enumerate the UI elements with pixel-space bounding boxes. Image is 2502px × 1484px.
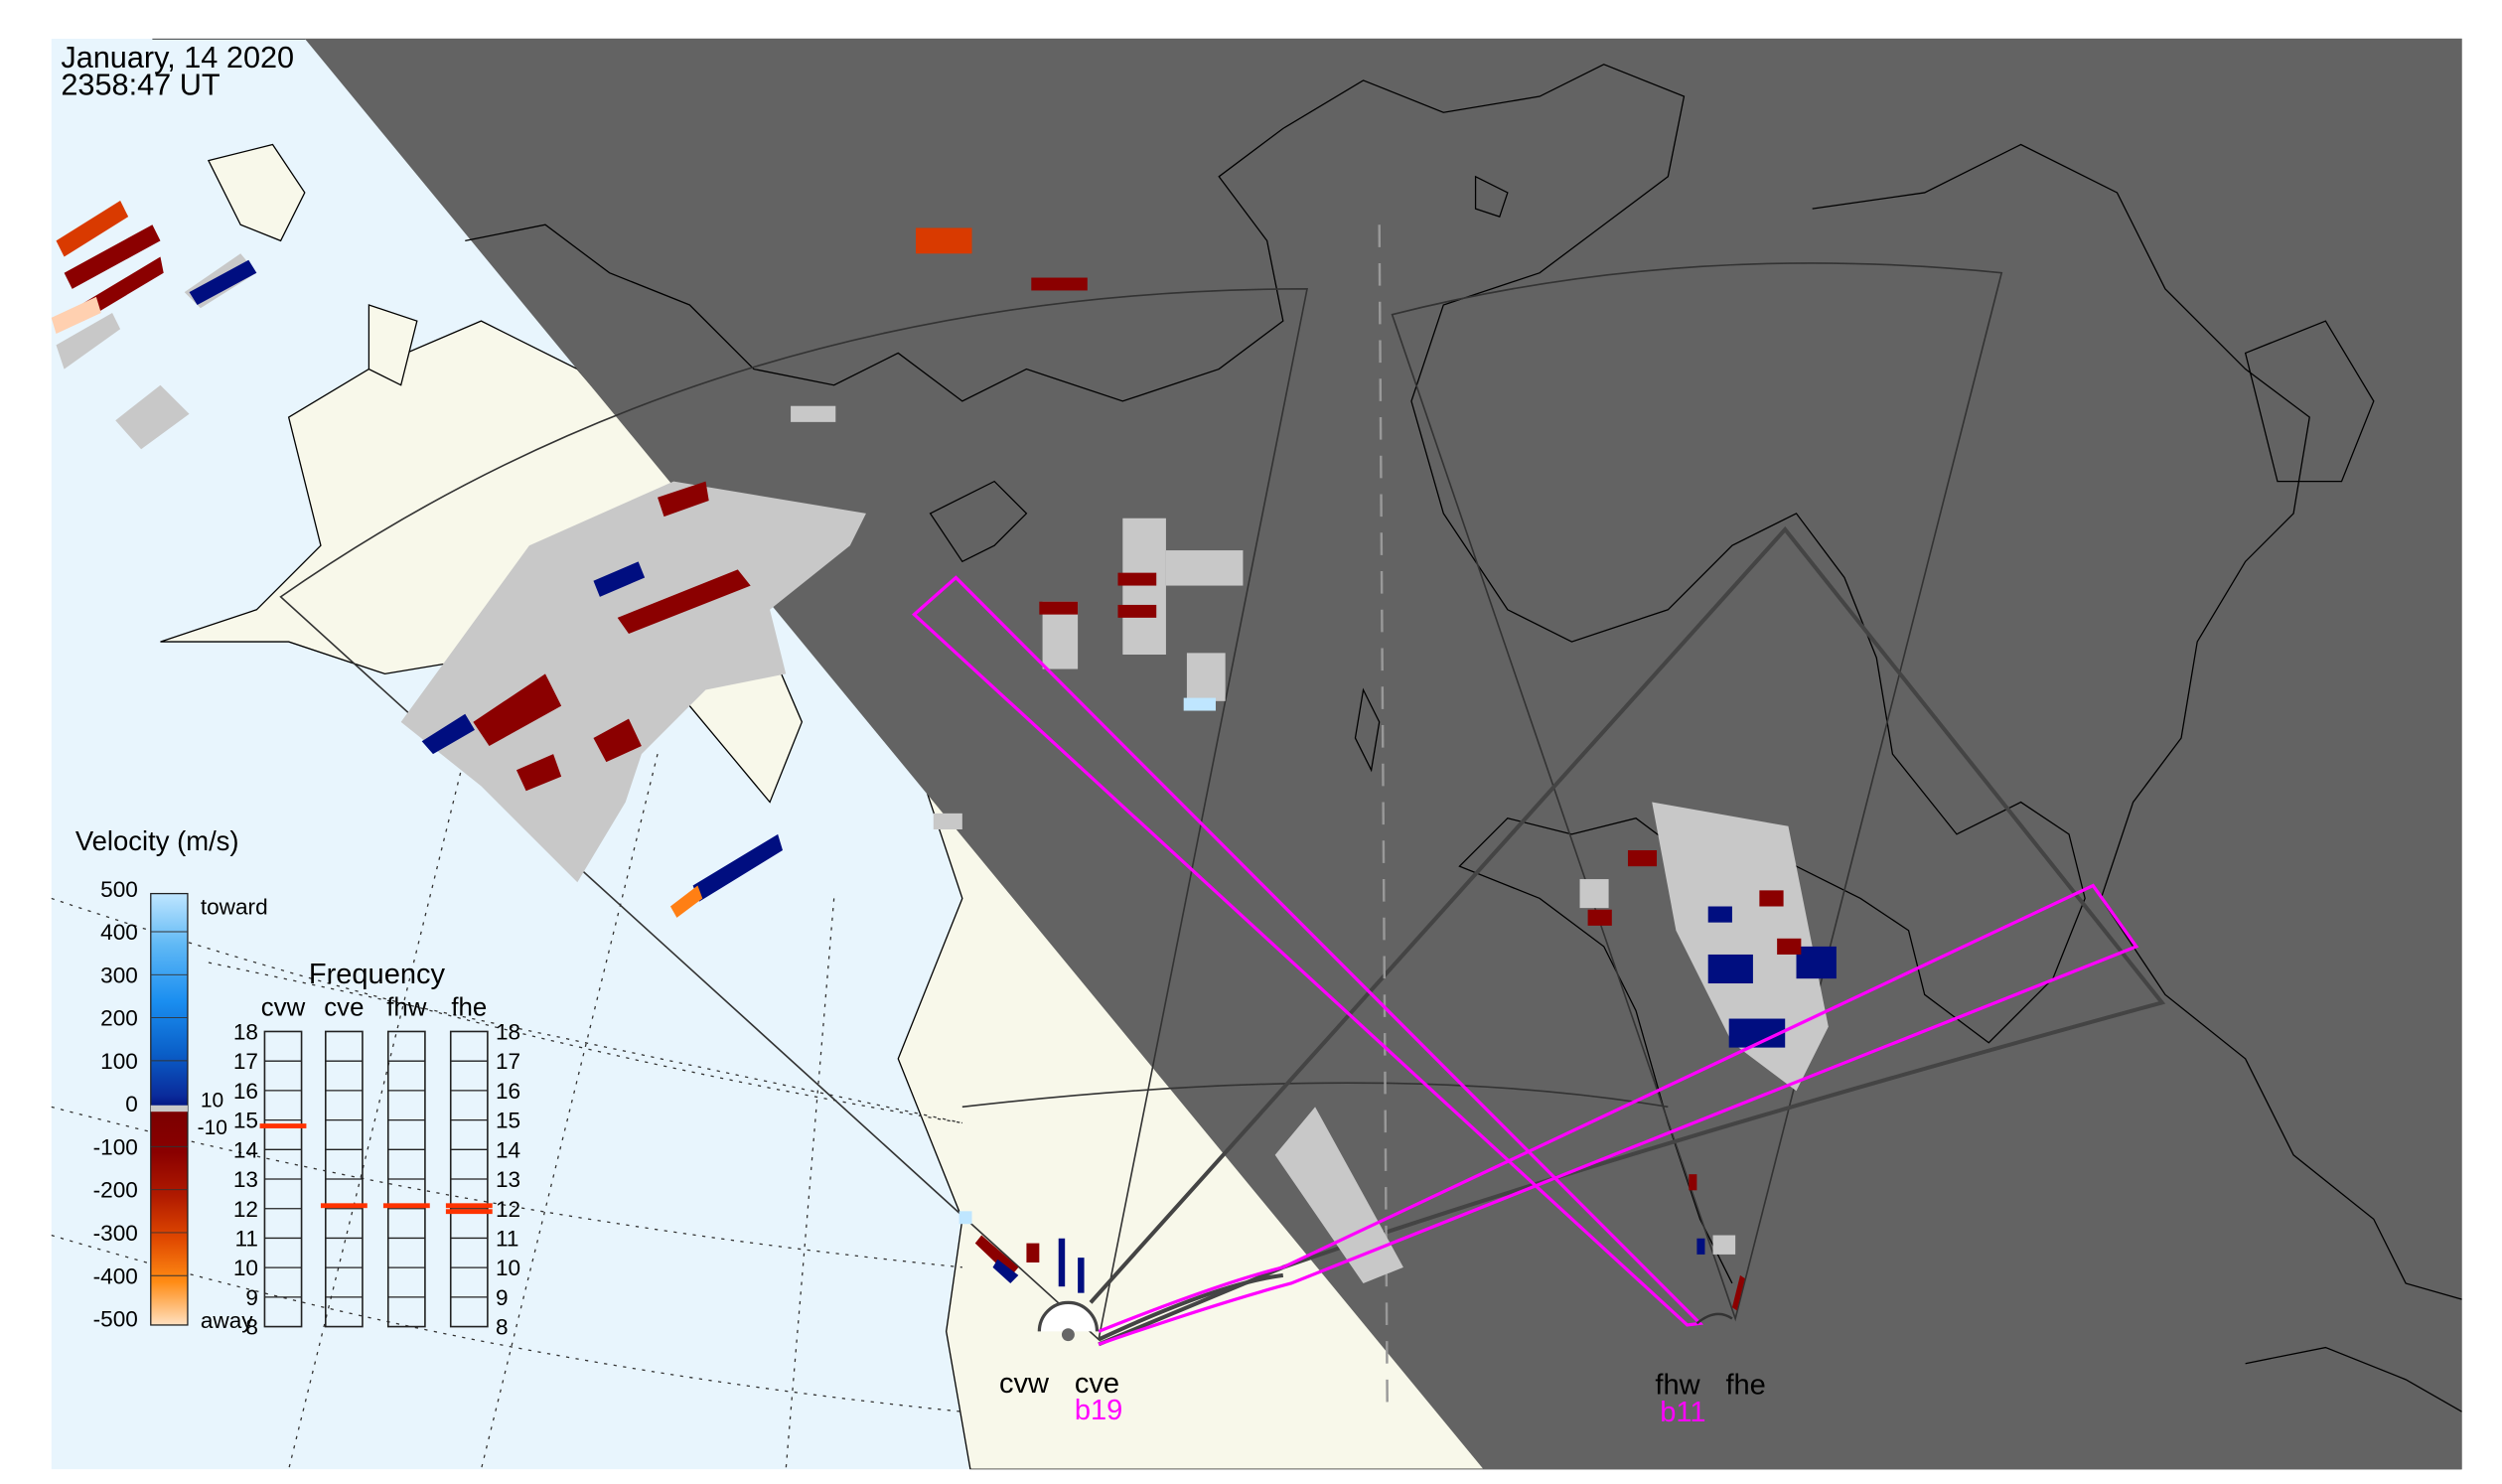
frequency-tick-left: 11 [235, 1227, 258, 1252]
beam-b11-fhe [1098, 883, 2139, 1346]
velocity-legend-title: Velocity (m/s) [75, 825, 239, 856]
frequency-column-label: cvw [261, 993, 306, 1021]
ground-scatter-swatch [150, 1105, 188, 1113]
time-label: 2358:47 UT [61, 67, 221, 101]
grid-lines [51, 753, 962, 1470]
frequency-column-cvw [263, 1030, 303, 1328]
frequency-tick-right: 16 [496, 1079, 520, 1104]
scatter-cells [51, 201, 1837, 1311]
velocity-tick-label: -200 [93, 1178, 138, 1203]
away-label: away [201, 1308, 253, 1333]
frequency-marker [259, 1123, 307, 1128]
frequency-tick-left: 12 [233, 1197, 258, 1222]
radar-label-fhw: fhw [1655, 1369, 1700, 1401]
frequency-tick-left: 17 [233, 1049, 258, 1074]
frequency-column-label: cve [324, 993, 364, 1021]
frequency-tick-left: 8 [245, 1315, 258, 1340]
gs-upper-label: 10 [201, 1089, 223, 1112]
radar-site-christmas-valley [1037, 1300, 1100, 1342]
frequency-marker [382, 1203, 430, 1209]
gs-lower-label: -10 [198, 1116, 227, 1139]
frequency-tick-right: 10 [496, 1256, 520, 1280]
frequency-tick-right: 9 [496, 1285, 509, 1310]
frequency-tick-left: 10 [233, 1256, 258, 1280]
coastlines [465, 64, 2462, 1412]
land-alaska [207, 143, 418, 386]
velocity-tick-label: 0 [125, 1092, 138, 1116]
date-label: January, 14 2020 [61, 40, 294, 74]
frequency-tick-right: 17 [496, 1049, 520, 1074]
beam-b19-cve [911, 575, 1704, 1327]
radar-label-cvw: cvw [999, 1368, 1050, 1400]
frequency-title: Frequency [309, 959, 446, 990]
frequency-tick-left: 13 [233, 1167, 258, 1192]
map-area [51, 38, 2462, 1470]
velocity-legend: Velocity (m/s) 500 400 300 200 100 0 -100 -200 -… [75, 825, 268, 1333]
night-shade [304, 38, 2462, 1470]
frequency-tick-left: 15 [233, 1109, 258, 1133]
frequency-marker [445, 1209, 493, 1215]
frequency-tick-left: 14 [233, 1137, 258, 1162]
beam-label-b19: b19 [1075, 1395, 1122, 1426]
frequency-tick-right: 14 [496, 1137, 520, 1162]
velocity-tick-label: -100 [93, 1134, 138, 1159]
frequency-tick-right: 8 [496, 1315, 509, 1340]
frequency-tick-right: 12 [496, 1197, 520, 1222]
frequency-tick-right: 15 [496, 1109, 520, 1133]
frequency-column-label: fhe [451, 993, 487, 1021]
radar-label-fhe: fhe [1725, 1369, 1765, 1401]
velocity-tick-label: 300 [100, 963, 138, 987]
frequency-tick-left: 18 [233, 1020, 258, 1045]
velocity-tick-label: 400 [100, 920, 138, 945]
frequency-column-label: fhw [386, 993, 427, 1021]
frequency-tick-right: 13 [496, 1167, 520, 1192]
frequency-marker [320, 1203, 368, 1209]
frequency-tick-right: 11 [496, 1227, 518, 1252]
velocity-tick-label: -400 [93, 1263, 138, 1288]
frequency-tick-left: 16 [233, 1079, 258, 1104]
velocity-tick-label: -300 [93, 1221, 138, 1246]
radar-label-cve: cve [1075, 1368, 1119, 1400]
frequency-tick-right: 18 [496, 1020, 520, 1045]
velocity-tick-label: 200 [100, 1006, 138, 1031]
velocity-tick-label: -500 [93, 1307, 138, 1332]
frequency-marker [445, 1203, 493, 1209]
velocity-tick-label: 100 [100, 1049, 138, 1074]
highlighted-beams [911, 575, 2139, 1346]
frequency-tick-left: 9 [245, 1285, 258, 1310]
toward-label: toward [201, 895, 268, 920]
velocity-tick-label: 500 [100, 877, 138, 902]
beam-label-b11: b11 [1660, 1397, 1705, 1428]
radar-site-fort-hays [1695, 1312, 1733, 1325]
